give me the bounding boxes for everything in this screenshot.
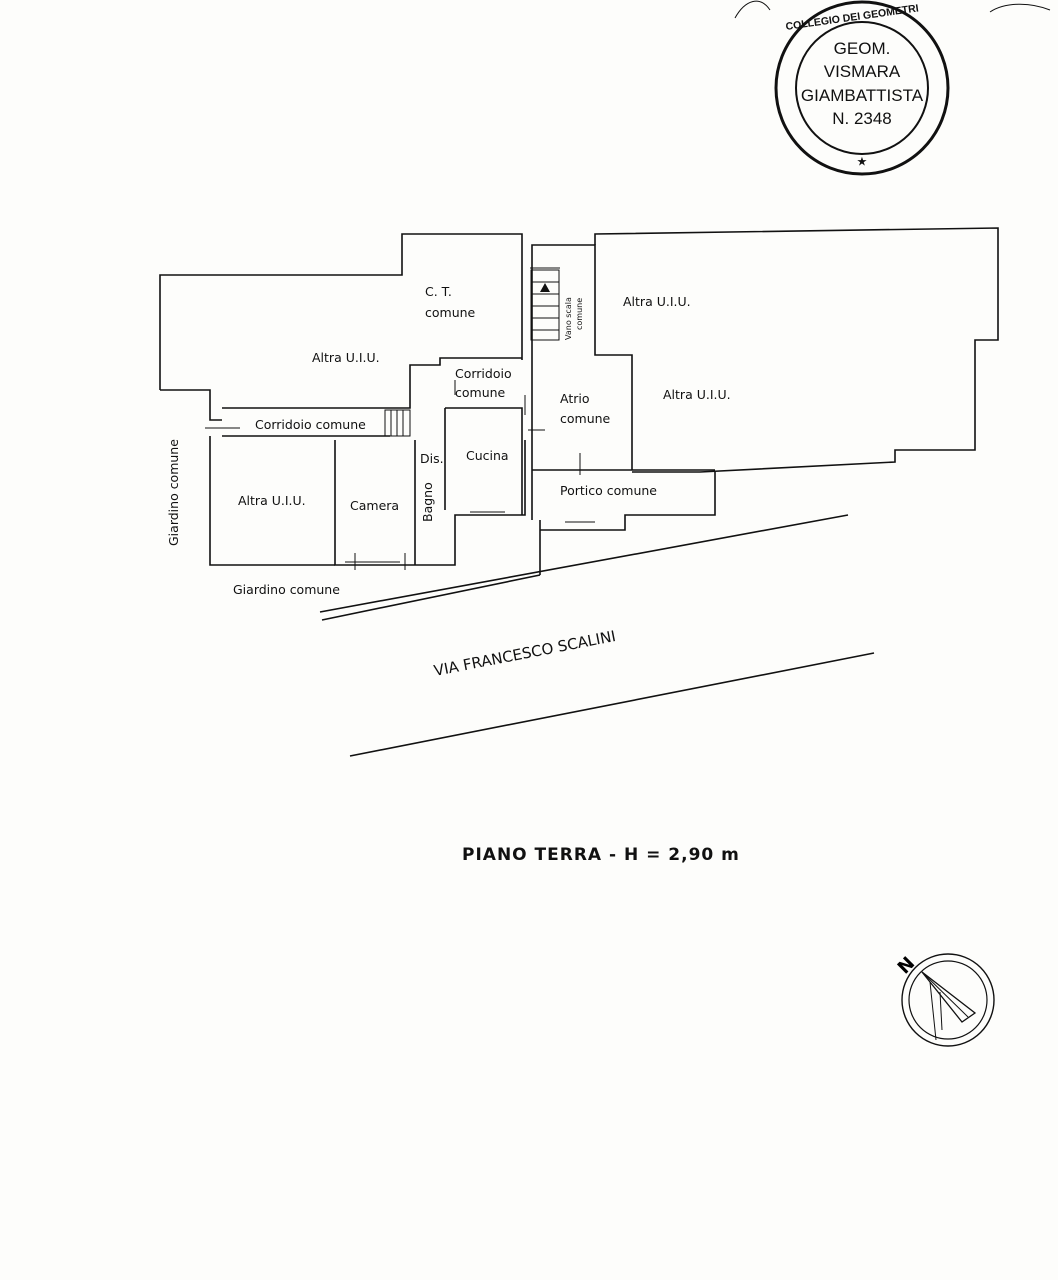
corridoio-comune-label: Corridoio comune <box>255 417 366 432</box>
stamp-line-4: N. 2348 <box>832 109 892 128</box>
vano-scala-label-2: comune <box>575 298 584 330</box>
altra-uiu-right: Altra U.I.U. <box>663 387 731 402</box>
vano-scala-label-1: Vano scala <box>564 297 573 340</box>
north-arrow-icon: N <box>894 953 995 1047</box>
altra-uiu-top-left: Altra U.I.U. <box>312 350 380 365</box>
street-edges <box>319 514 875 757</box>
giardino-bottom-label: Giardino comune <box>233 582 340 597</box>
stamp-line-3: GIAMBATTISTA <box>801 86 924 105</box>
atrio-label-2: comune <box>560 411 611 426</box>
ct-label-1: C. T. <box>425 284 452 299</box>
camera-label: Camera <box>350 498 399 513</box>
atrio-label-1: Atrio <box>560 391 590 406</box>
cucina-label: Cucina <box>466 448 509 463</box>
dis-label: Dis. <box>420 451 444 466</box>
giardino-left-label: Giardino comune <box>166 439 181 546</box>
surveyor-stamp: COLLEGIO DEI GEOMETRI ★ GEOM. VISMARA GI… <box>734 0 1051 176</box>
corridoio-label-2: comune <box>455 385 506 400</box>
stamp-line-1: GEOM. <box>834 39 891 58</box>
bagno-label: Bagno <box>420 482 435 522</box>
altra-uiu-bottom-left: Altra U.I.U. <box>238 493 306 508</box>
plan-caption: PIANO TERRA - H = 2,90 m <box>462 845 740 865</box>
stamp-star: ★ <box>857 156 867 168</box>
building-walls <box>159 227 999 575</box>
stamp-ring-text: COLLEGIO DEI GEOMETRI <box>785 2 920 33</box>
street-name: VIA FRANCESCO SCALINI <box>432 627 617 680</box>
north-label: N <box>894 953 920 979</box>
portico-label: Portico comune <box>560 483 657 498</box>
corridoio-label-1: Corridoio <box>455 366 512 381</box>
room-labels: C. T. comune Altra U.I.U. Altra U.I.U. A… <box>166 284 731 597</box>
altra-uiu-top-right: Altra U.I.U. <box>623 294 691 309</box>
ct-label-2: comune <box>425 305 476 320</box>
stamp-line-2: VISMARA <box>824 62 901 81</box>
